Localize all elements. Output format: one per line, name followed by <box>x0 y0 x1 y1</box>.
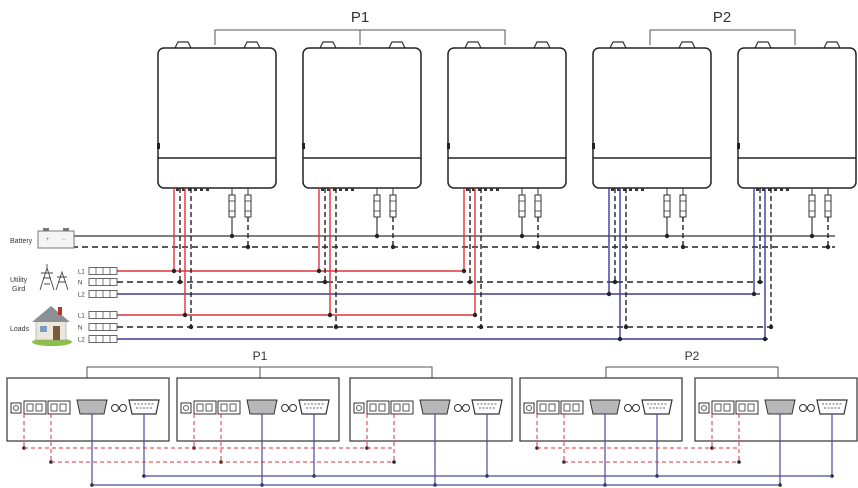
comm-panel <box>519 377 683 442</box>
battery-icon: + − <box>37 228 75 249</box>
junction-dot <box>374 233 380 239</box>
junction-dot <box>182 312 188 318</box>
terminal-block: N <box>78 278 118 287</box>
group-bracket-top-p1 <box>214 29 506 45</box>
rj45-port-icon <box>180 400 241 415</box>
junction-dot <box>757 279 763 285</box>
junction-dot <box>751 291 757 297</box>
svg-text:+: + <box>46 237 50 243</box>
group-label-bottom-p1: P1 <box>253 349 268 363</box>
inverter-unit <box>592 41 712 218</box>
junction-dot <box>472 312 478 318</box>
svg-text:−: − <box>62 237 66 243</box>
db9-port-icon <box>76 399 127 415</box>
loads-label: Loads <box>10 326 30 333</box>
db9-port-icon <box>419 399 470 415</box>
comm-panel <box>694 377 858 442</box>
group-label-top-p2: P2 <box>713 9 731 26</box>
junction-dot <box>825 244 831 250</box>
junction-dot <box>768 324 774 330</box>
rj45-port-icon <box>353 400 414 415</box>
junction-dot <box>245 244 251 250</box>
rj45-port-icon <box>10 400 71 415</box>
junction-dot <box>322 279 328 285</box>
comm-panel <box>6 377 170 442</box>
junction-dot <box>519 233 525 239</box>
junction-dot <box>680 244 686 250</box>
db9-port-icon <box>641 399 673 415</box>
junction-dot <box>229 233 235 239</box>
terminal-label: L1 <box>78 270 85 276</box>
terminal-block: L1 <box>78 311 118 320</box>
group-label-bottom-p2: P2 <box>685 349 700 363</box>
junction-dot <box>327 312 333 318</box>
utility-label-line1: Utility <box>10 277 28 284</box>
db9-port-icon <box>816 399 848 415</box>
junction-dot <box>478 324 484 330</box>
rj45-port-icon <box>523 400 584 415</box>
terminal-label: N <box>78 281 82 287</box>
terminal-block: L2 <box>78 335 118 344</box>
utility-label-line2: Gird <box>12 286 25 293</box>
junction-dot <box>606 291 612 297</box>
terminal-label: L2 <box>78 338 85 344</box>
rj45-port-icon <box>698 400 759 415</box>
db9-port-icon <box>298 399 330 415</box>
terminal-label: L1 <box>78 314 85 320</box>
comm-panel <box>176 377 340 442</box>
db9-port-icon <box>128 399 160 415</box>
junction-dot <box>188 324 194 330</box>
junction-dot <box>467 279 473 285</box>
terminal-block: L1 <box>78 267 118 276</box>
junction-dot <box>535 244 541 250</box>
comm-panel <box>349 377 513 442</box>
inverter-unit <box>447 41 567 218</box>
junction-dot <box>392 460 396 464</box>
inverter-unit <box>737 41 857 218</box>
junction-dot <box>333 324 339 330</box>
db9-port-icon <box>764 399 815 415</box>
pylon-icon <box>39 264 69 291</box>
group-bracket-bottom-p2 <box>605 366 779 378</box>
db9-port-icon <box>471 399 503 415</box>
group-bracket-top-p2 <box>649 29 796 45</box>
junction-dot <box>171 268 177 274</box>
junction-dot <box>177 279 183 285</box>
junction-dot <box>316 268 322 274</box>
junction-dot <box>612 279 618 285</box>
terminal-block: N <box>78 323 118 332</box>
inverter-unit <box>157 41 277 218</box>
terminal-label: L2 <box>78 293 85 299</box>
db9-port-icon <box>589 399 640 415</box>
inverter-unit <box>302 41 422 218</box>
db9-port-icon <box>246 399 297 415</box>
group-bracket-bottom-p1 <box>86 366 433 378</box>
terminal-label: N <box>78 326 82 332</box>
battery-label: Battery <box>10 238 33 245</box>
junction-dot <box>617 336 623 342</box>
junction-dot <box>762 336 768 342</box>
junction-dot <box>390 244 396 250</box>
junction-dot <box>737 460 741 464</box>
junction-dot <box>461 268 467 274</box>
bus-wires <box>72 235 835 340</box>
terminal-block: L2 <box>78 290 118 299</box>
junction-dot <box>809 233 815 239</box>
house-icon <box>32 306 72 346</box>
group-label-top-p1: P1 <box>351 9 369 26</box>
junction-dot <box>664 233 670 239</box>
junction-dot <box>623 324 629 330</box>
